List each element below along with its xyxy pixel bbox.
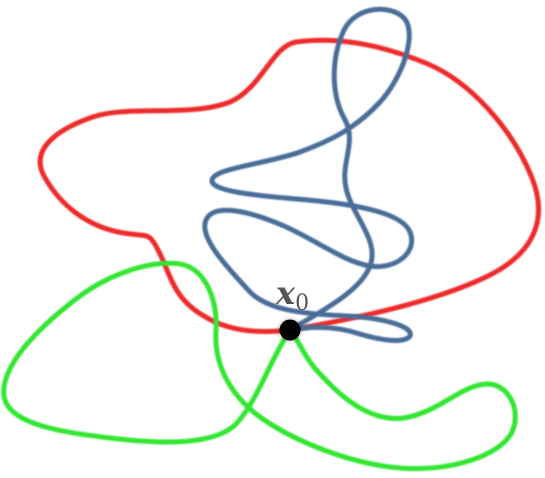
point-x0-label: x0 bbox=[275, 274, 309, 316]
green-loop bbox=[1, 260, 518, 472]
point-label-subscript: 0 bbox=[295, 291, 309, 316]
point-label-main: x bbox=[275, 274, 296, 312]
red-loop bbox=[37, 37, 542, 334]
blue-loop bbox=[202, 6, 415, 343]
point-x0-marker bbox=[279, 319, 301, 341]
